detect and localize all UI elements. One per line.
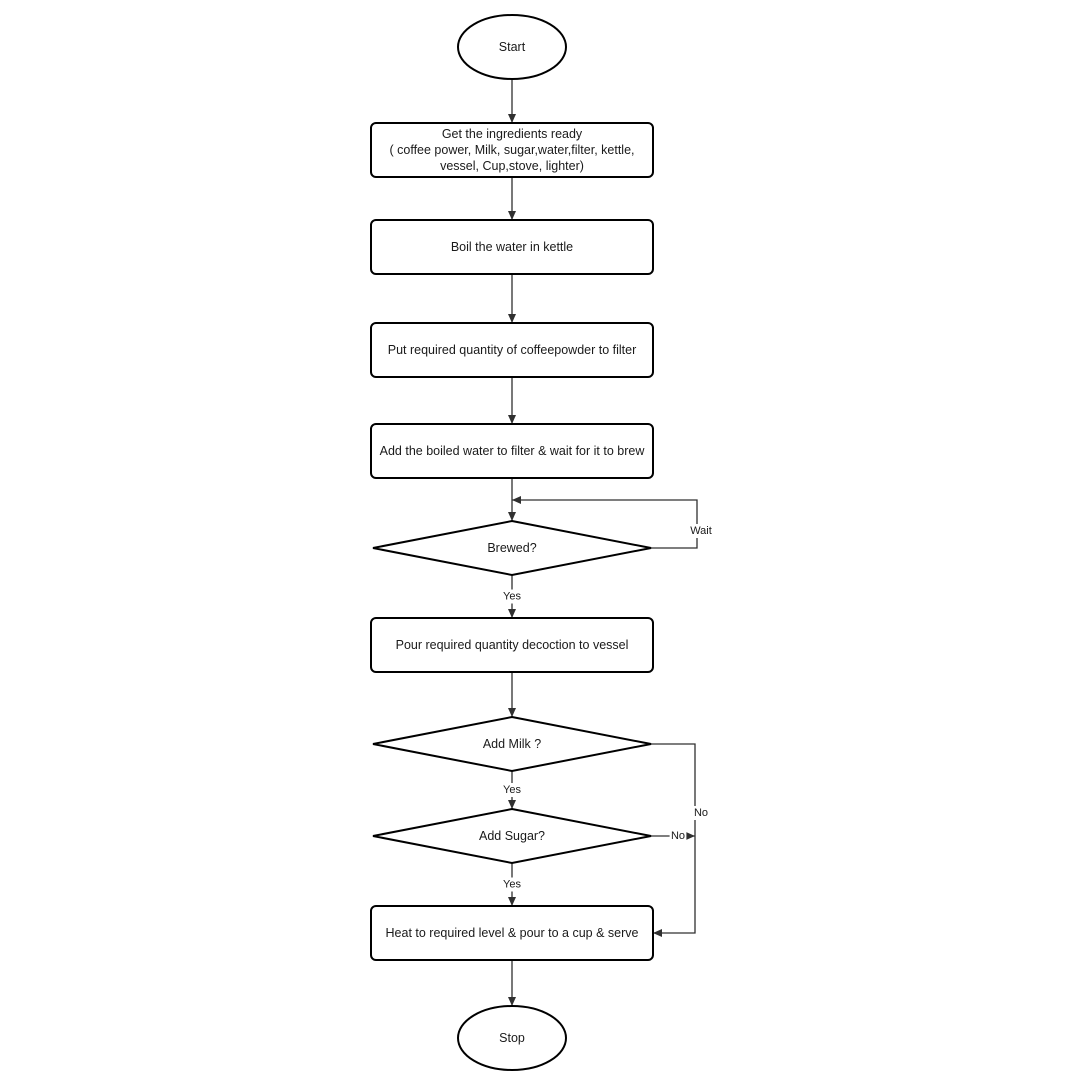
arrowhead xyxy=(686,832,695,840)
process-box xyxy=(370,617,654,673)
node-get-ingredients: Get the ingredients ready ( coffee power,… xyxy=(370,122,654,178)
node-text-line: Brewed? xyxy=(487,541,536,555)
node-text-line: Get the ingredients ready xyxy=(442,127,583,141)
process-box xyxy=(370,219,654,275)
node-text-line: Stop xyxy=(499,1031,525,1045)
edge-label: Yes xyxy=(500,589,524,604)
process-box xyxy=(370,905,654,961)
edge-label-bg xyxy=(692,806,710,820)
edge-label-bg xyxy=(500,877,524,892)
node-put-powder: Put required quantity of coffeepowder to… xyxy=(370,322,654,378)
terminal-shape xyxy=(457,1005,567,1071)
edge-label-text: Yes xyxy=(503,591,521,603)
arrowhead xyxy=(508,897,516,906)
node-heat-serve: Heat to required level & pour to a cup &… xyxy=(370,905,654,961)
node-text-line: Start xyxy=(499,40,526,54)
node-text-line: Add Sugar? xyxy=(479,829,545,843)
edge-label: Wait xyxy=(686,524,716,538)
node-add-sugar: Add Sugar? xyxy=(372,807,652,865)
process-box xyxy=(370,423,654,479)
edge-label: Yes xyxy=(500,877,524,892)
arrowhead xyxy=(508,114,516,123)
node-text-line: Heat to required level & pour to a cup &… xyxy=(386,926,639,940)
arrowhead xyxy=(508,211,516,220)
node-brewed: Brewed? xyxy=(372,519,652,577)
edge-label-text: Yes xyxy=(503,879,521,891)
decision-diamond xyxy=(372,519,652,577)
node-text-line: Put required quantity of coffeepowder to… xyxy=(388,343,637,357)
process-box xyxy=(370,122,654,178)
process-box xyxy=(370,322,654,378)
edge-label-bg xyxy=(500,589,524,604)
arrowhead xyxy=(508,800,516,809)
node-pour-decoction: Pour required quantity decoction to vess… xyxy=(370,617,654,673)
node-text-line: Add the boiled water to filter & wait fo… xyxy=(380,444,646,458)
decision-diamond xyxy=(372,715,652,773)
edge-label: No xyxy=(669,829,687,843)
node-start: Start xyxy=(457,14,567,80)
arrowhead xyxy=(508,708,516,717)
node-text-line: Pour required quantity decoction to vess… xyxy=(396,638,629,652)
arrowhead xyxy=(653,929,662,937)
node-stop: Stop xyxy=(457,1005,567,1071)
edge-label-text: No xyxy=(671,830,685,842)
node-add-milk: Add Milk ? xyxy=(372,715,652,773)
arrowhead xyxy=(508,314,516,323)
edge-label: Yes xyxy=(500,783,524,797)
node-text-line: Add Milk ? xyxy=(483,737,541,751)
edge-label: No xyxy=(692,806,710,820)
arrowhead xyxy=(512,496,521,504)
edge-label-bg xyxy=(500,783,524,797)
edge-label-text: Yes xyxy=(503,784,521,796)
node-boil-water: Boil the water in kettle xyxy=(370,219,654,275)
edge-label-text: Wait xyxy=(690,525,712,537)
arrowhead xyxy=(508,415,516,424)
node-text-line: Boil the water in kettle xyxy=(451,240,573,254)
arrowhead xyxy=(508,512,516,521)
edge-milk-no xyxy=(651,743,696,934)
decision-diamond xyxy=(372,807,652,865)
arrowhead xyxy=(508,609,516,618)
terminal-shape xyxy=(457,14,567,80)
edge-label-bg xyxy=(686,524,716,538)
node-text-line: ( coffee power, Milk, sugar,water,filter… xyxy=(389,143,634,157)
edge-label-text: No xyxy=(694,807,708,819)
edge-label-bg xyxy=(669,829,687,843)
node-text-line: vessel, Cup,stove, lighter) xyxy=(440,159,584,173)
arrowhead xyxy=(508,997,516,1006)
node-add-water: Add the boiled water to filter & wait fo… xyxy=(370,423,654,479)
